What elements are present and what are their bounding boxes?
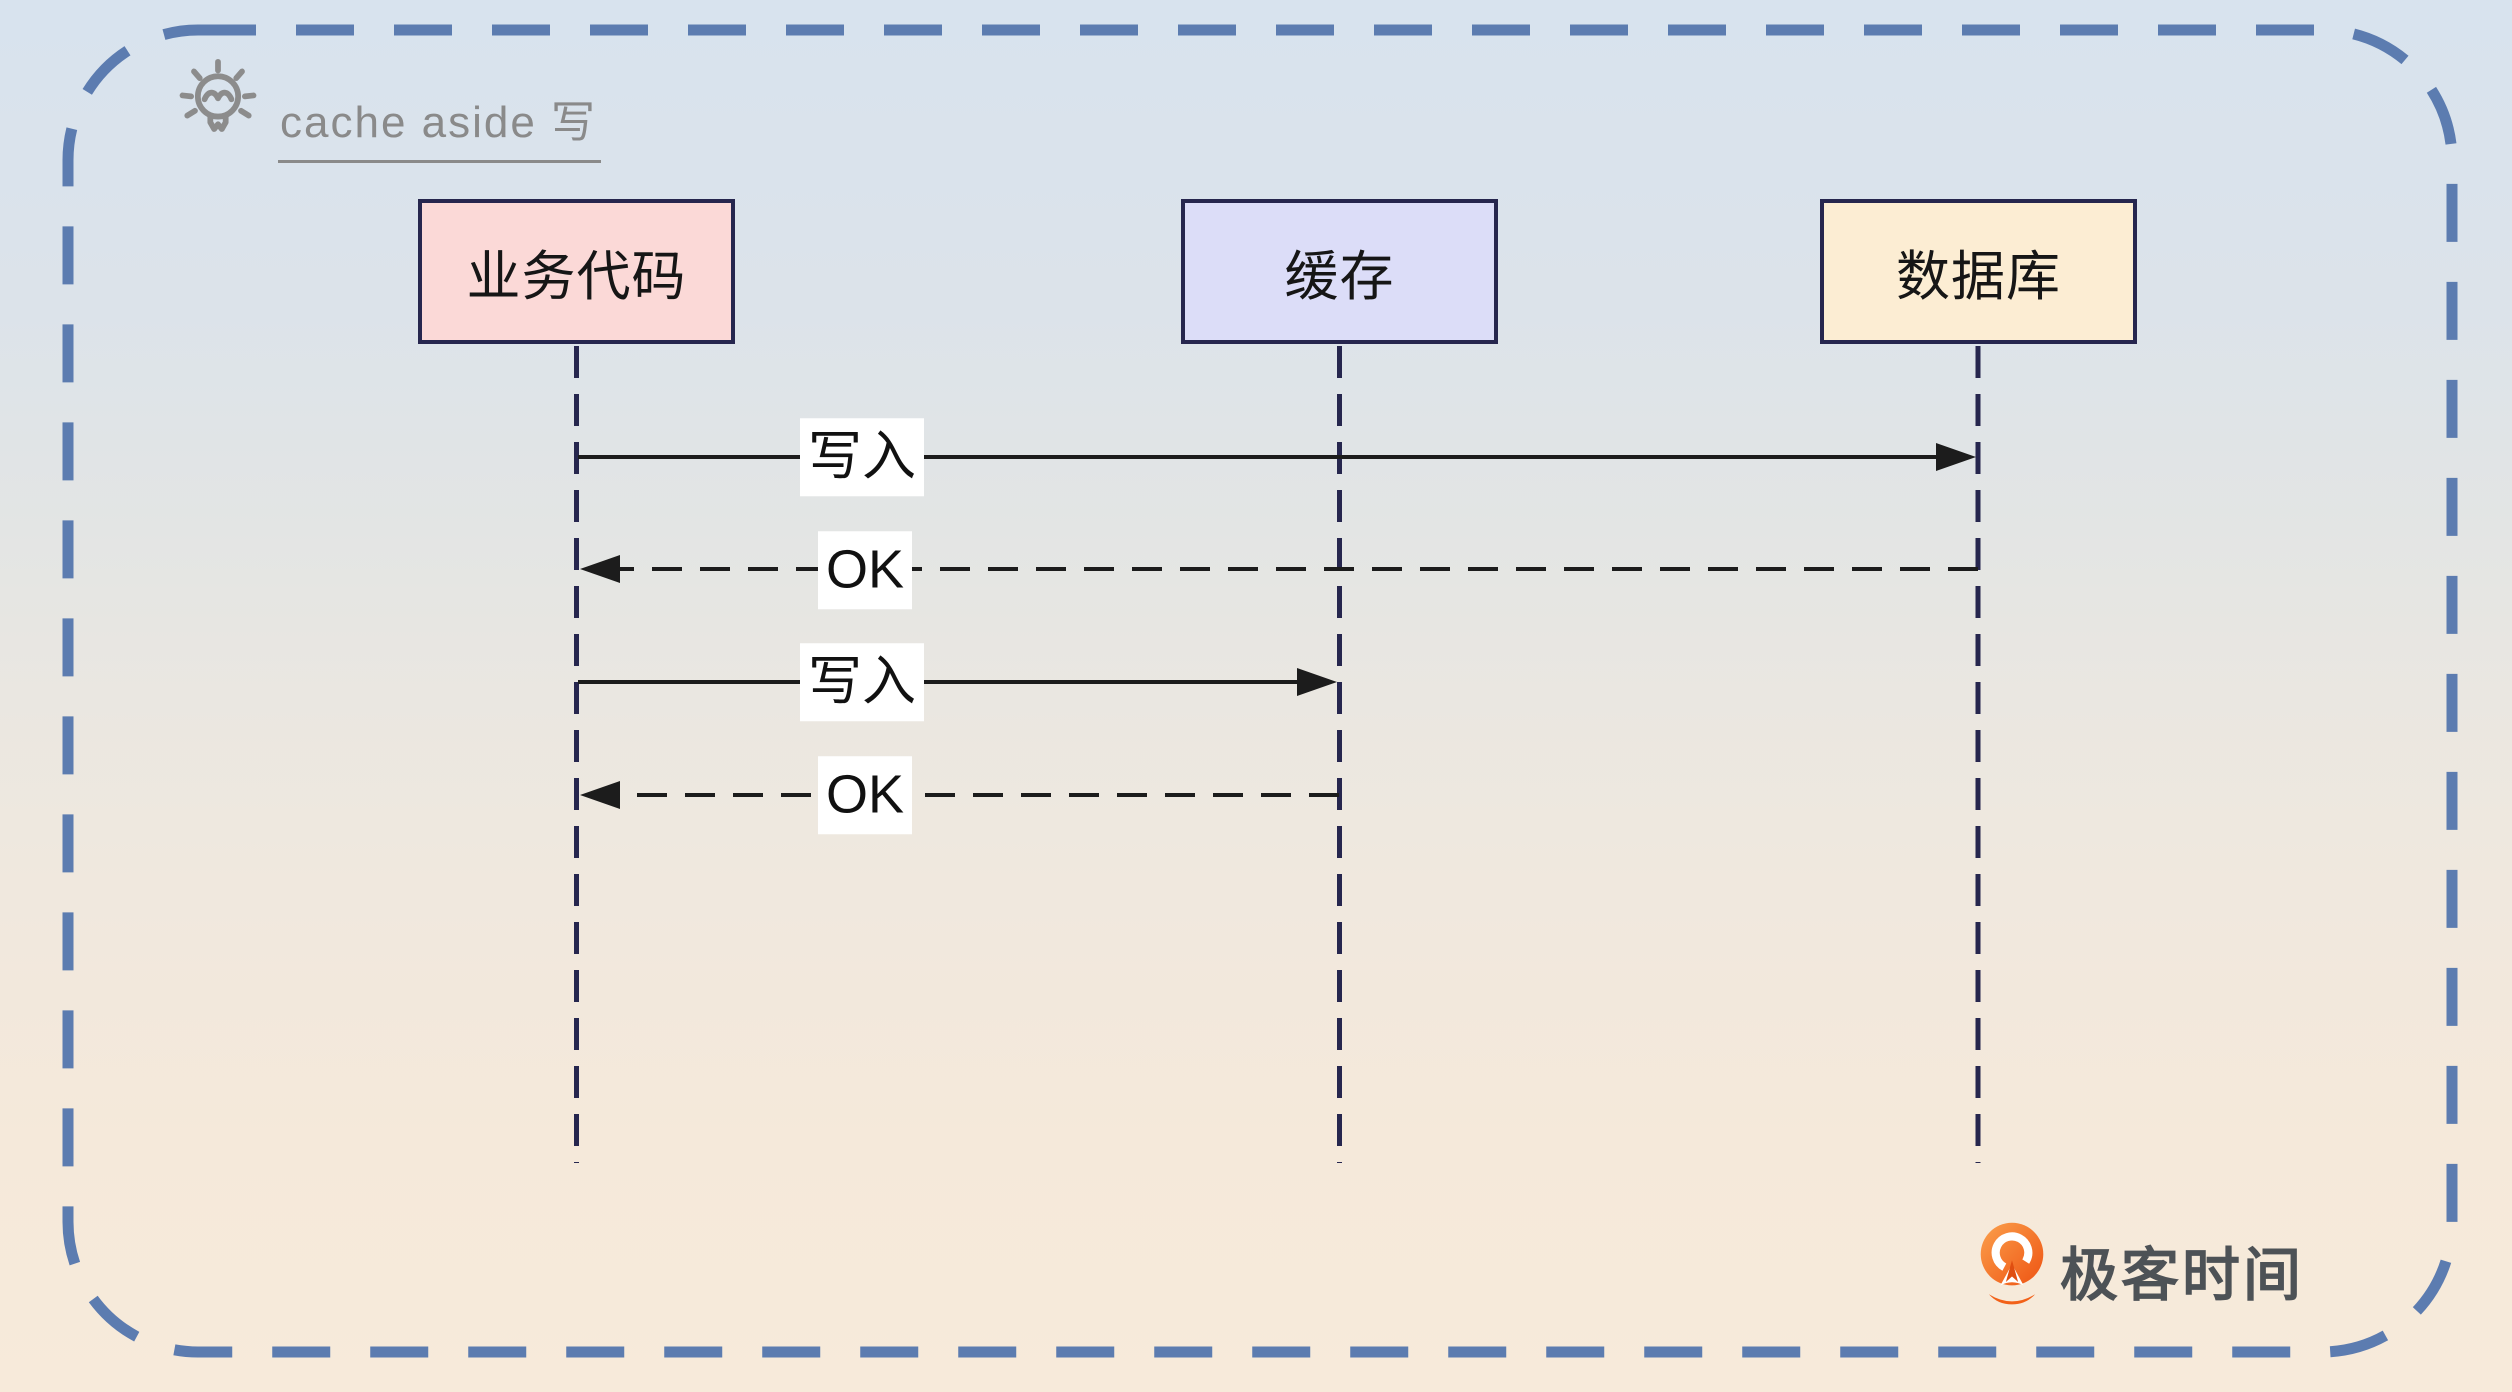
outer-dashed-border (62, 24, 2458, 1358)
participant-cache-label: 缓存 (1284, 247, 1395, 307)
lightbulb-icon (179, 58, 257, 132)
message-label-write-db: 写入 (800, 418, 924, 496)
participant-business-code: 业务代码 (418, 199, 735, 344)
diagram-title-block: cache aside 写 (170, 56, 602, 163)
brand-logo: 极客时间 (1978, 1222, 2304, 1312)
arrowhead-right-cache (1297, 668, 1337, 696)
arrowhead-left-ok-cache (580, 781, 620, 809)
geektime-logo-icon (1980, 1222, 2044, 1305)
participant-database: 数据库 (1820, 199, 2137, 344)
message-label-write-cache: 写入 (800, 643, 924, 721)
arrowhead-right-db (1936, 443, 1976, 471)
brand-name: 极客时间 (2060, 1243, 2305, 1308)
participant-database-label: 数据库 (1896, 247, 2061, 307)
message-label-ok-cache: OK (817, 756, 913, 834)
participant-business-label: 业务代码 (466, 247, 687, 307)
arrowhead-left-ok-db (580, 555, 620, 583)
message-label-ok-db: OK (817, 531, 913, 609)
diagram-title: cache aside 写 (278, 86, 602, 163)
participant-cache: 缓存 (1181, 199, 1498, 344)
